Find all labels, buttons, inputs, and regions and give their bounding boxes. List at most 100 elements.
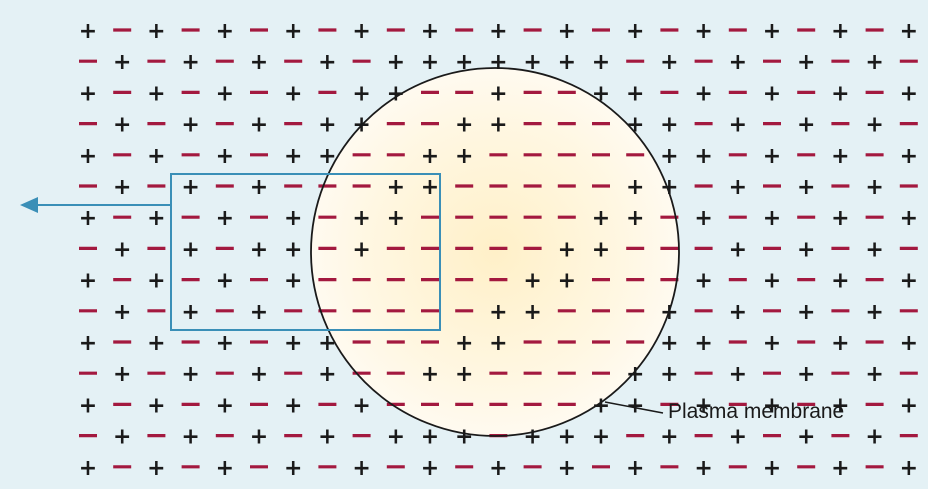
positive-charge-icon: +: [797, 175, 815, 200]
positive-charge-icon: +: [592, 50, 610, 75]
positive-charge-icon: +: [797, 237, 815, 262]
positive-charge-icon: +: [113, 50, 131, 75]
positive-charge-icon: +: [831, 144, 849, 169]
positive-charge-icon: +: [763, 81, 781, 106]
positive-charge-icon: +: [216, 206, 234, 231]
positive-charge-icon: +: [79, 206, 97, 231]
positive-charge-icon: +: [181, 175, 199, 200]
positive-charge-icon: +: [900, 393, 918, 418]
positive-charge-icon: +: [318, 113, 336, 138]
positive-charge-icon: +: [79, 81, 97, 106]
positive-charge-icon: +: [250, 300, 268, 325]
positive-charge-icon: +: [694, 144, 712, 169]
positive-charge-icon: +: [763, 19, 781, 44]
positive-charge-icon: +: [797, 300, 815, 325]
positive-charge-icon: +: [558, 50, 576, 75]
positive-charge-icon: +: [79, 456, 97, 481]
positive-charge-icon: +: [626, 456, 644, 481]
positive-charge-icon: +: [797, 50, 815, 75]
positive-charge-icon: +: [284, 456, 302, 481]
positive-charge-icon: +: [489, 456, 507, 481]
positive-charge-icon: +: [147, 393, 165, 418]
positive-charge-icon: +: [250, 175, 268, 200]
positive-charge-icon: +: [318, 331, 336, 356]
positive-charge-icon: +: [729, 300, 747, 325]
positive-charge-icon: +: [284, 331, 302, 356]
positive-charge-icon: +: [489, 113, 507, 138]
positive-charge-icon: +: [694, 19, 712, 44]
positive-charge-icon: +: [421, 456, 439, 481]
positive-charge-icon: +: [729, 113, 747, 138]
positive-charge-icon: +: [626, 19, 644, 44]
positive-charge-icon: +: [558, 425, 576, 450]
positive-charge-icon: +: [694, 206, 712, 231]
positive-charge-icon: +: [318, 362, 336, 387]
positive-charge-icon: +: [284, 393, 302, 418]
positive-charge-icon: +: [113, 300, 131, 325]
positive-charge-icon: +: [763, 456, 781, 481]
positive-charge-icon: +: [900, 269, 918, 294]
positive-charge-icon: +: [318, 50, 336, 75]
positive-charge-icon: +: [421, 19, 439, 44]
positive-charge-icon: +: [865, 237, 883, 262]
positive-charge-icon: +: [455, 144, 473, 169]
positive-charge-icon: +: [729, 50, 747, 75]
positive-charge-icon: +: [660, 425, 678, 450]
positive-charge-icon: +: [865, 175, 883, 200]
positive-charge-icon: +: [763, 144, 781, 169]
positive-charge-icon: +: [592, 425, 610, 450]
positive-charge-icon: +: [352, 456, 370, 481]
positive-charge-icon: +: [352, 81, 370, 106]
positive-charge-icon: +: [523, 300, 541, 325]
positive-charge-icon: +: [763, 206, 781, 231]
positive-charge-icon: +: [387, 206, 405, 231]
positive-charge-icon: +: [216, 331, 234, 356]
positive-charge-icon: +: [831, 206, 849, 231]
positive-charge-icon: +: [284, 269, 302, 294]
positive-charge-icon: +: [489, 50, 507, 75]
positive-charge-icon: +: [660, 144, 678, 169]
positive-charge-icon: +: [558, 456, 576, 481]
positive-charge-icon: +: [865, 300, 883, 325]
positive-charge-icon: +: [729, 362, 747, 387]
positive-charge-icon: +: [900, 144, 918, 169]
positive-charge-icon: +: [113, 425, 131, 450]
positive-charge-icon: +: [626, 175, 644, 200]
positive-charge-icon: +: [147, 456, 165, 481]
positive-charge-icon: +: [147, 269, 165, 294]
positive-charge-icon: +: [421, 425, 439, 450]
positive-charge-icon: +: [900, 19, 918, 44]
positive-charge-icon: +: [455, 362, 473, 387]
positive-charge-icon: +: [865, 362, 883, 387]
positive-charge-icon: +: [181, 425, 199, 450]
positive-charge-icon: +: [387, 50, 405, 75]
positive-charge-icon: +: [694, 81, 712, 106]
positive-charge-icon: +: [900, 206, 918, 231]
positive-charge-icon: +: [284, 144, 302, 169]
positive-charge-icon: +: [558, 19, 576, 44]
positive-charge-icon: +: [660, 362, 678, 387]
positive-charge-icon: +: [900, 456, 918, 481]
positive-charge-icon: +: [113, 362, 131, 387]
positive-charge-icon: +: [216, 19, 234, 44]
positive-charge-icon: +: [181, 50, 199, 75]
positive-charge-icon: +: [216, 456, 234, 481]
positive-charge-icon: +: [455, 113, 473, 138]
positive-charge-icon: +: [831, 269, 849, 294]
positive-charge-icon: +: [797, 113, 815, 138]
positive-charge-icon: +: [626, 206, 644, 231]
positive-charge-icon: +: [831, 19, 849, 44]
positive-charge-icon: +: [181, 300, 199, 325]
positive-charge-icon: +: [318, 425, 336, 450]
positive-charge-icon: +: [592, 206, 610, 231]
positive-charge-icon: +: [79, 19, 97, 44]
positive-charge-icon: +: [660, 50, 678, 75]
positive-charge-icon: +: [352, 19, 370, 44]
positive-charge-icon: +: [421, 50, 439, 75]
positive-charge-icon: +: [181, 113, 199, 138]
positive-charge-icon: +: [216, 269, 234, 294]
positive-charge-icon: +: [489, 19, 507, 44]
positive-charge-icon: +: [455, 425, 473, 450]
